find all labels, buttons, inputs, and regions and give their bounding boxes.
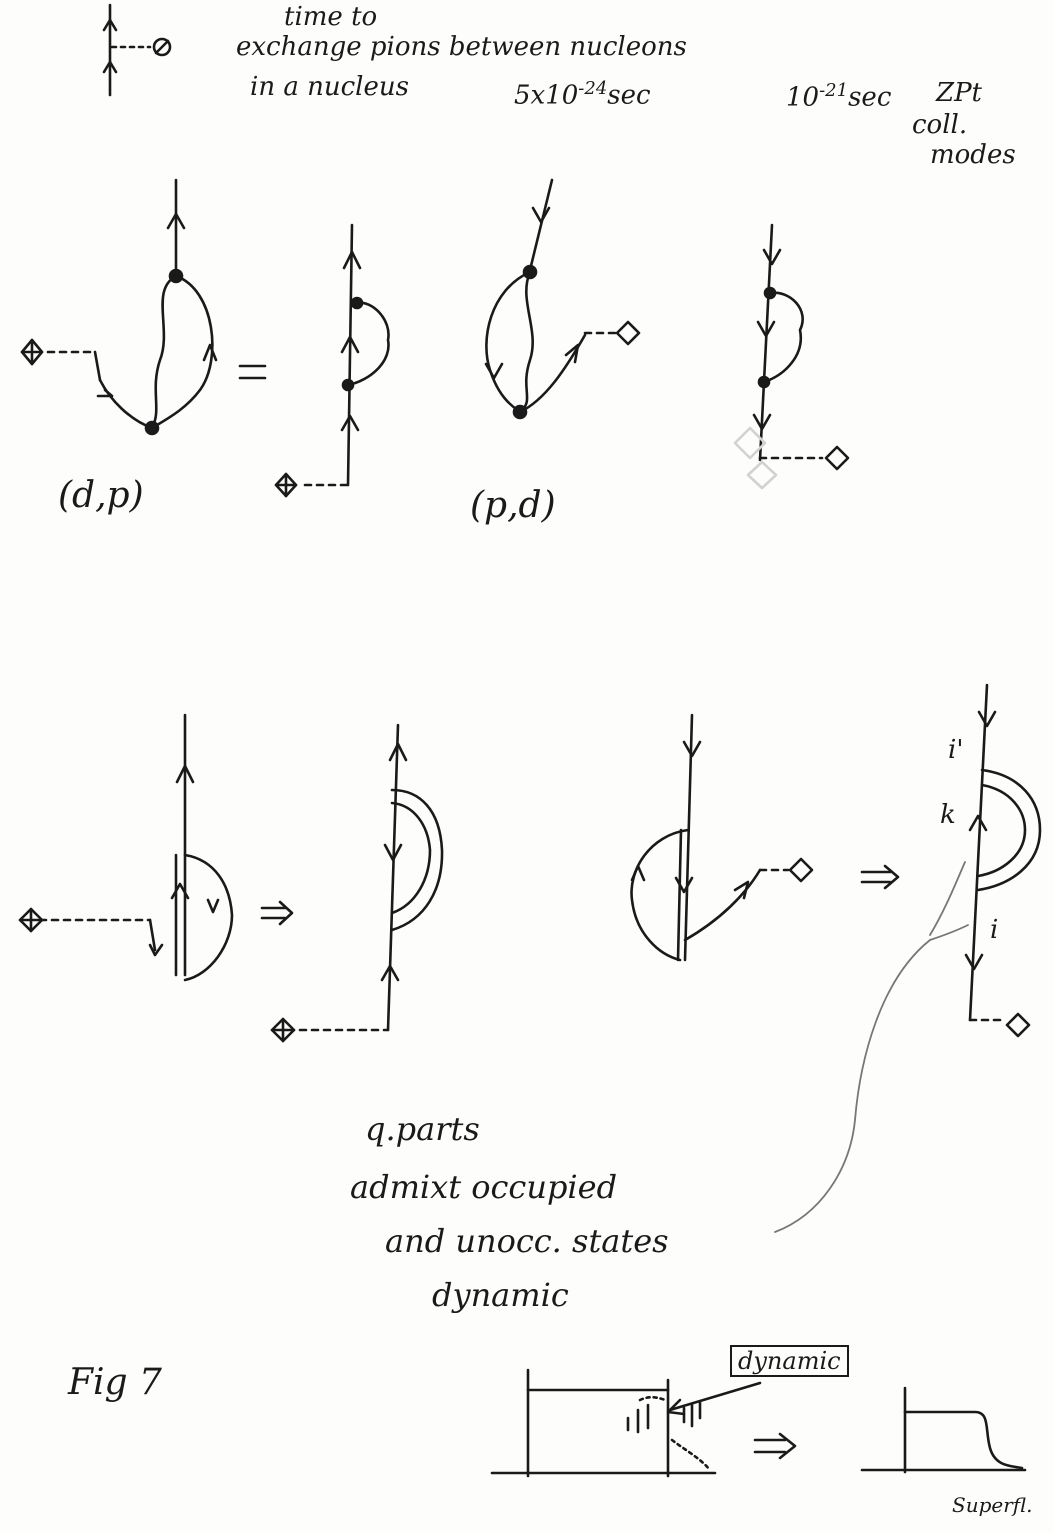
equals-sign [238,364,267,380]
implies-arrow-1 [260,900,294,926]
superfluid-sketch [860,1386,1027,1474]
pd-diagram-1 [484,178,641,420]
pd-diagram-2 [733,223,850,490]
note-unocc: and unocc. states [385,1222,669,1260]
coll-time-exponent: -21 [819,80,849,101]
implies-arrow-2 [860,864,900,890]
superfluid-label: Superfl. [952,1493,1033,1517]
modes-label: modes [930,140,1016,170]
collective-time: 10-21sec [786,80,891,113]
reaction-dp-label: (d,p) [58,475,144,516]
pointer-curve [774,939,931,1233]
state-k-label: k [940,800,956,830]
dynamic-box-label: dynamic [730,1345,849,1377]
note-admixt: admixt occupied [350,1168,618,1206]
pion-exchange-time: 5x10-24sec [514,78,651,111]
header-exchange-text: exchange pions between nucleons [236,32,687,62]
row2-diagram-2 [270,723,444,1043]
row2-diagram-3 [630,713,814,962]
coll-label: coll. [912,110,968,140]
dp-diagram-1 [20,178,218,436]
figure-number: Fig 7 [68,1362,162,1403]
coll-time-base: 10 [786,82,820,113]
pion-time-unit: sec [607,80,651,111]
header-time-to: time to [284,2,378,32]
row2-diagram-4 [929,683,1042,1038]
state-i-label: i [990,915,999,945]
note-dynamic: dynamic [432,1276,569,1314]
coll-time-unit: sec [848,82,892,113]
note-qparts: q.parts [365,1110,480,1148]
zpt-label: ZPt [936,78,983,108]
state-i-prime-label: i' [948,735,964,765]
legend-symbol [102,3,172,97]
implies-arrow-3 [753,1432,797,1460]
reaction-pd-label: (p,d) [470,485,556,526]
pion-time-base: 5x10 [514,80,579,111]
row2-diagram-1 [18,713,234,982]
pion-time-exponent: -24 [578,78,608,99]
fermi-box-sketch [490,1368,762,1478]
header-nucleus-text: in a nucleus [250,72,409,102]
dp-diagram-2 [274,223,390,498]
